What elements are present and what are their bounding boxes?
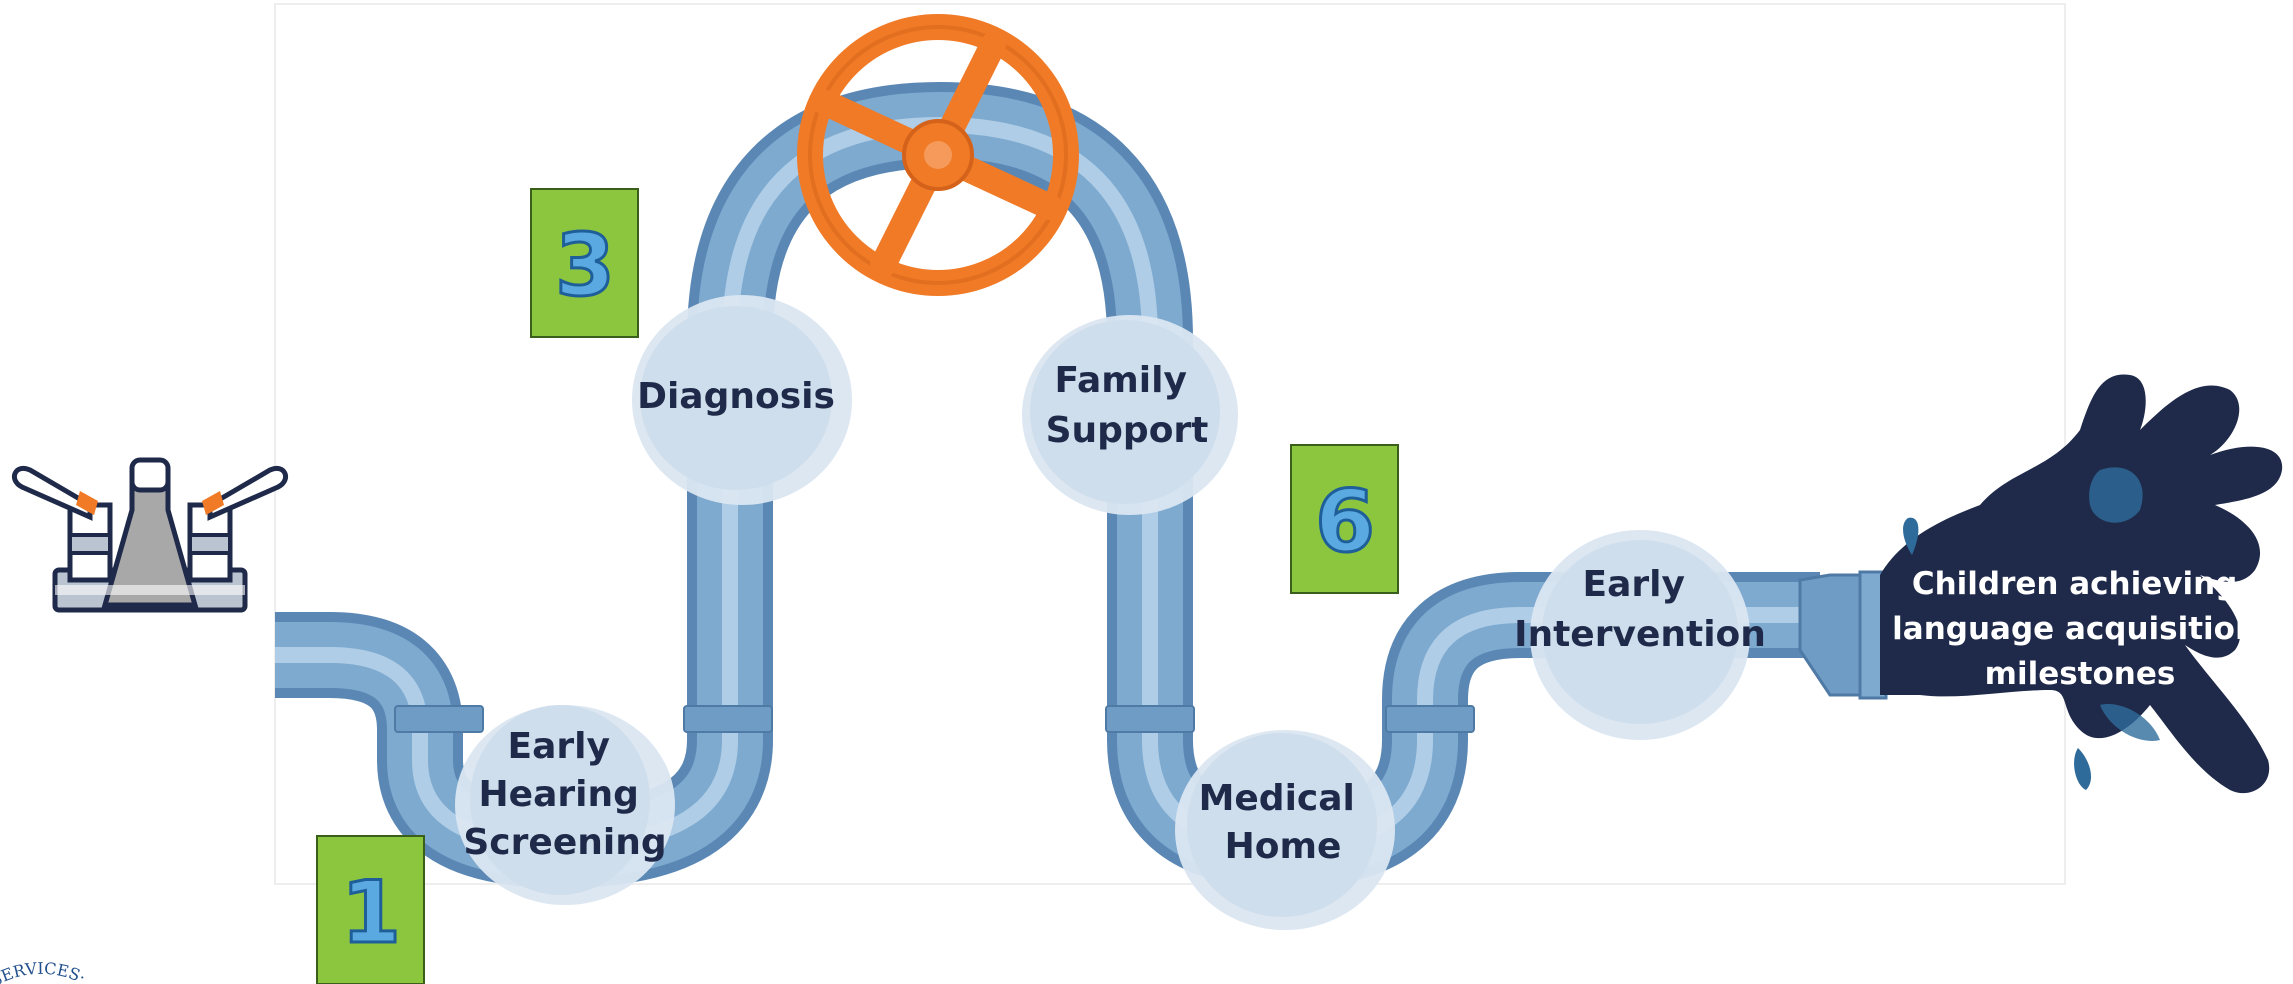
node-blob-early-intervention: [1530, 530, 1750, 740]
pipe-coupling: [1385, 705, 1475, 733]
outcome-line: language acquisition: [1892, 611, 2257, 647]
node-line: Early: [508, 726, 610, 767]
step-badge-6: 6: [1290, 444, 1399, 594]
node-blob-family-support: [1022, 315, 1238, 515]
node-line: Support: [1046, 410, 1209, 451]
node-blob-diagnosis: [632, 295, 852, 505]
node-label-diagnosis: Diagnosis: [637, 376, 835, 417]
faucet-icon: [11, 457, 289, 613]
node-line: Family: [1055, 360, 1187, 401]
outcome-label: Children achieving language acquisition …: [1892, 566, 2268, 692]
step-number: 1: [341, 863, 401, 963]
step-badge-1: 1: [316, 835, 425, 984]
step-number: 3: [555, 216, 615, 316]
pipe-coupling: [394, 705, 484, 733]
pipe-coupling: [1105, 705, 1195, 733]
node-line: Early: [1583, 564, 1685, 605]
node-label-family-support: Family Support: [1046, 360, 1209, 451]
node-blob-early-hearing-screening: [455, 705, 675, 905]
water-splash-icon: [1880, 374, 2283, 794]
node-line: Screening: [463, 822, 666, 863]
node-line: Medical: [1199, 778, 1355, 819]
node-label-early-intervention: Early Intervention: [1514, 564, 1766, 655]
outcome-line: Children achieving: [1912, 566, 2238, 602]
node-blob-medical-home: [1175, 730, 1395, 930]
node-line: Home: [1225, 826, 1342, 867]
valve-wheel-icon: [797, 14, 1079, 296]
node-line: Intervention: [1514, 614, 1766, 655]
step-number: 6: [1315, 472, 1375, 572]
outcome-line: milestones: [1985, 656, 2176, 692]
node-label-early-hearing-screening: Early Hearing Screening: [463, 726, 666, 863]
pipe-coupling: [683, 705, 773, 733]
node-label-medical-home: Medical Home: [1199, 778, 1368, 867]
step-badge-3: 3: [530, 188, 639, 338]
node-line: Hearing: [479, 774, 639, 815]
node-line: Diagnosis: [637, 376, 835, 417]
